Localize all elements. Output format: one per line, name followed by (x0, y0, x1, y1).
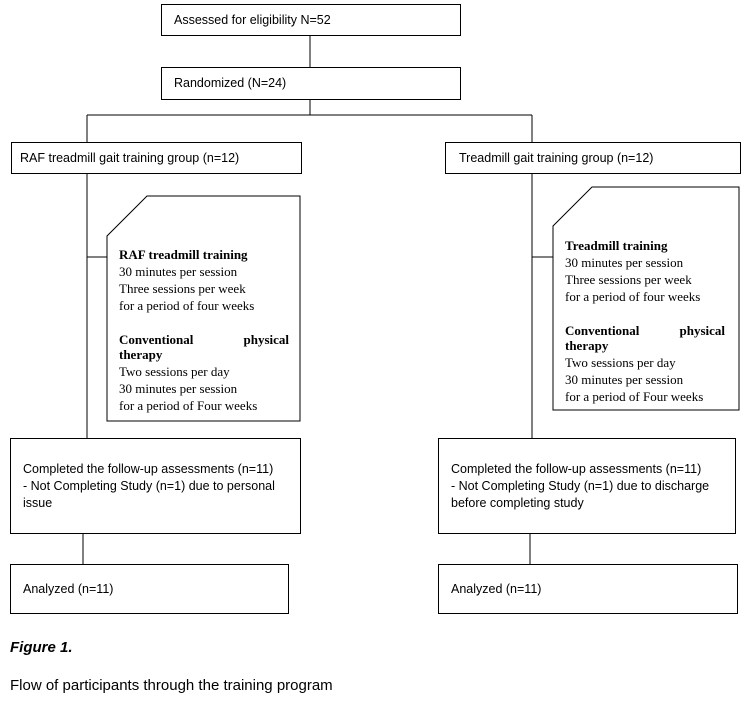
assessed-box: Assessed for eligibility N=52 (161, 4, 461, 36)
right-followup-box: Completed the follow-up assessments (n=1… (438, 438, 736, 534)
right-conventional-line: for a period of Four weeks (565, 389, 704, 404)
left-group-text: RAF treadmill gait training group (n=12) (20, 151, 240, 165)
right-intervention-note: Treadmill training 30 minutes per sessio… (565, 237, 725, 405)
right-followup-line: - Not Completing Study (n=1) due to disc… (451, 479, 710, 493)
left-therapy-word: therapy (119, 347, 163, 362)
left-intervention-line: for a period of four weeks (119, 298, 255, 313)
right-analyzed-text: Analyzed (n=11) (451, 582, 542, 596)
right-therapy-word: therapy (565, 338, 609, 353)
right-analyzed-box: Analyzed (n=11) (438, 564, 738, 614)
right-conventional-line: Two sessions per day (565, 355, 676, 370)
left-conventional-title: Conventional physical (119, 331, 289, 348)
left-followup-box: Completed the follow-up assessments (n=1… (10, 438, 301, 534)
left-conventional-line: Two sessions per day (119, 364, 230, 379)
left-group-box: RAF treadmill gait training group (n=12) (11, 142, 302, 174)
right-intervention-line: Three sessions per week (565, 272, 692, 287)
left-conventional-line: for a period of Four weeks (119, 398, 258, 413)
right-group-text: Treadmill gait training group (n=12) (459, 151, 654, 165)
randomized-box: Randomized (N=24) (161, 67, 461, 100)
right-intervention-line: 30 minutes per session (565, 255, 684, 270)
right-physical-word: physical (679, 323, 725, 338)
right-followup-line: Completed the follow-up assessments (n=1… (451, 462, 702, 476)
left-followup-line: issue (23, 496, 53, 510)
right-intervention-line: for a period of four weeks (565, 289, 701, 304)
left-intervention-title: RAF treadmill training (119, 247, 248, 262)
left-conventional-line: 30 minutes per session (119, 381, 238, 396)
left-analyzed-box: Analyzed (n=11) (10, 564, 289, 614)
right-conventional-line: 30 minutes per session (565, 372, 684, 387)
right-group-box: Treadmill gait training group (n=12) (445, 142, 741, 174)
left-intervention-note: RAF treadmill training 30 minutes per se… (119, 246, 289, 414)
right-conventional-title: Conventional physical (565, 322, 725, 339)
randomized-text: Randomized (N=24) (174, 76, 287, 90)
left-intervention-line: Three sessions per week (119, 281, 246, 296)
left-intervention-line: 30 minutes per session (119, 264, 238, 279)
left-conventional-word: Conventional (119, 332, 194, 347)
right-intervention-title: Treadmill training (565, 238, 668, 253)
figure-caption: Flow of participants through the trainin… (10, 677, 333, 694)
right-conventional-word: Conventional (565, 323, 640, 338)
left-intervention-note-shape (106, 195, 301, 422)
left-followup-line: - Not Completing Study (n=1) due to pers… (23, 479, 275, 493)
right-followup-line: before completing study (451, 496, 584, 510)
left-analyzed-text: Analyzed (n=11) (23, 582, 114, 596)
left-followup-line: Completed the follow-up assessments (n=1… (23, 462, 274, 476)
assessed-text: Assessed for eligibility N=52 (174, 13, 331, 27)
figure-label: Figure 1. (10, 639, 73, 656)
right-intervention-note-shape (552, 186, 740, 411)
left-physical-word: physical (243, 332, 289, 347)
